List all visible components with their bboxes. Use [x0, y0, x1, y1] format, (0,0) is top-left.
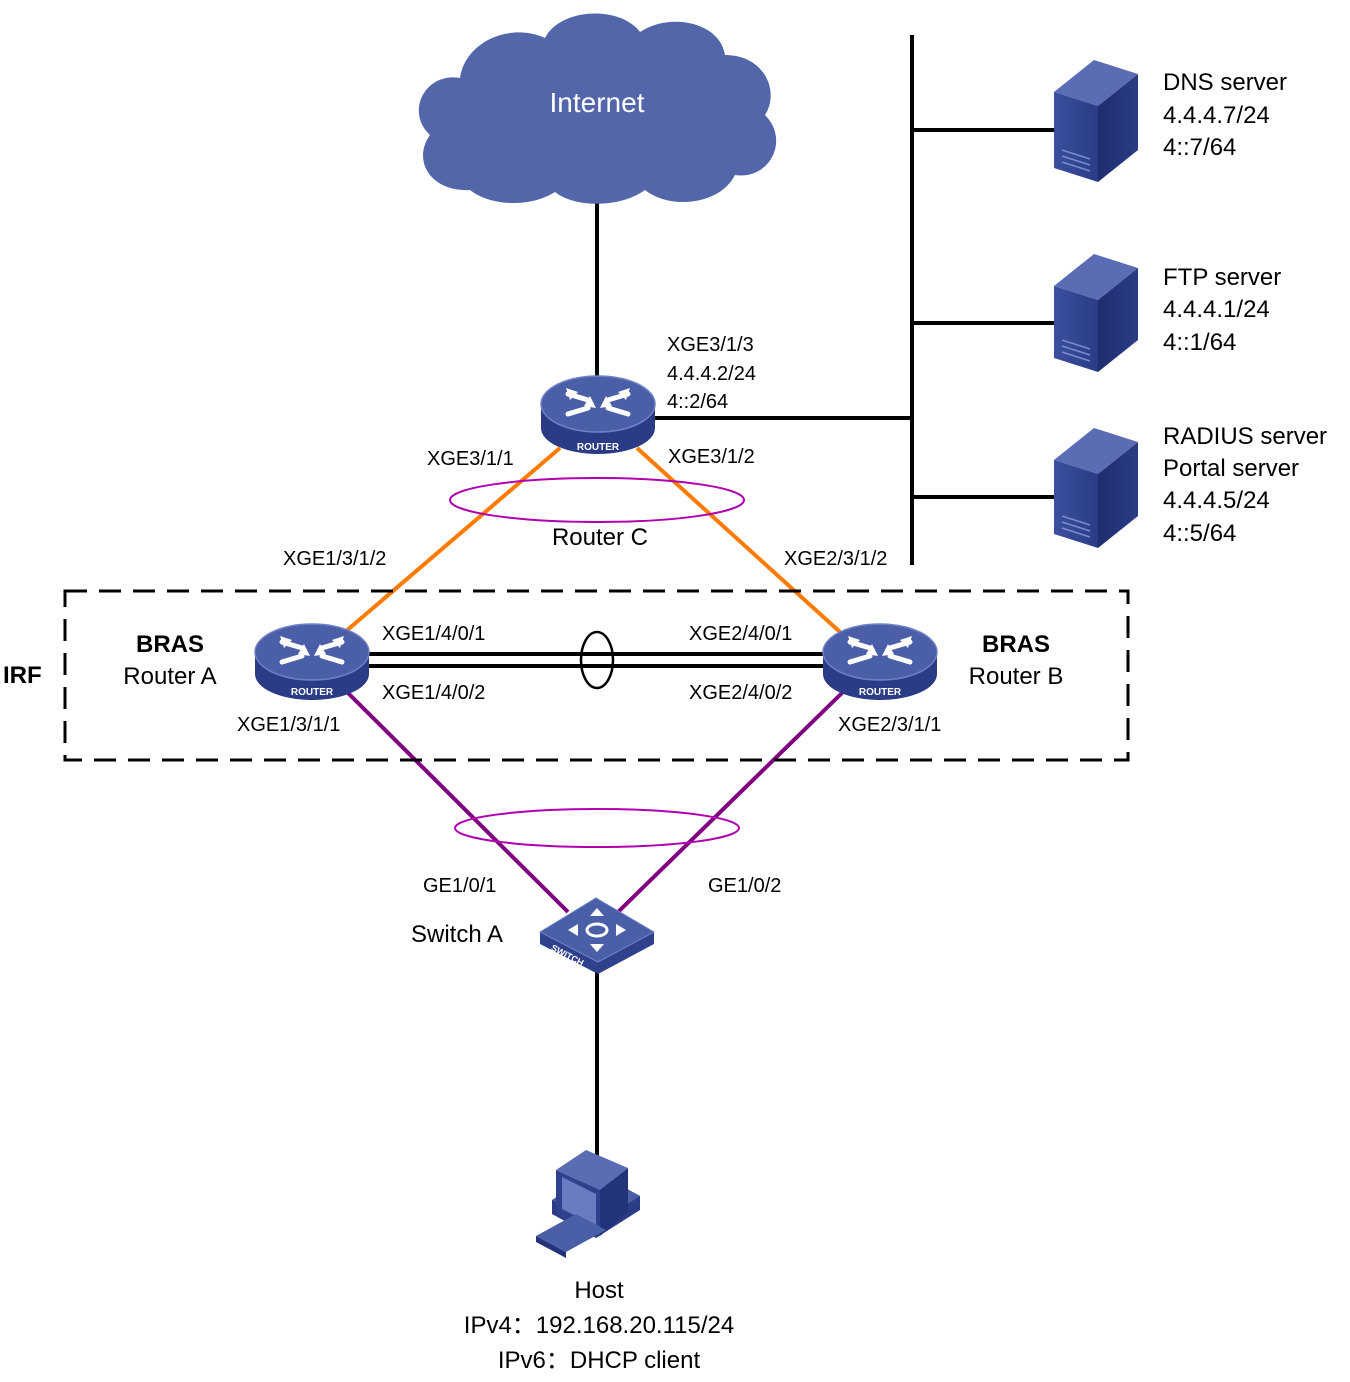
radius-server-name: RADIUS server	[1163, 423, 1327, 450]
router-b-switch-link	[616, 690, 845, 914]
router-c-ipv6: 4::2/64	[667, 391, 728, 413]
router-a-port-up: XGE1/3/1/2	[283, 548, 386, 570]
radius-server-ipv6: 4::5/64	[1163, 520, 1236, 547]
router-a-switch-link	[343, 688, 570, 914]
router-b-role: BRAS	[982, 631, 1050, 658]
router-b-port-down: XGE2/3/1/1	[838, 714, 941, 736]
dns-server-name: DNS server	[1163, 69, 1287, 96]
dns-server-ipv6: 4::7/64	[1163, 134, 1236, 161]
router-a-port-irf1: XGE1/4/0/1	[382, 623, 485, 645]
router-b-port-irf1: XGE2/4/0/1	[689, 623, 792, 645]
router-b-icon	[822, 623, 938, 700]
router-a-port-down: XGE1/3/1/1	[237, 714, 340, 736]
ftp-server-ipv6: 4::1/64	[1163, 329, 1236, 356]
router-a-role: BRAS	[136, 631, 204, 658]
internet-label: Internet	[550, 87, 645, 118]
irf-boundary	[63, 589, 1130, 762]
router-c-port-xge312: XGE3/1/2	[668, 446, 755, 468]
router-b-port-up: XGE2/3/1/2	[784, 548, 887, 570]
router-c-port-xge311: XGE3/1/1	[427, 448, 514, 470]
host-ipv4: IPv4：192.168.20.115/24	[464, 1312, 734, 1339]
portal-server-name: Portal server	[1163, 455, 1299, 482]
dns-server-ipv4: 4.4.4.7/24	[1163, 102, 1270, 129]
router-c-ipv4: 4.4.4.2/24	[667, 363, 756, 385]
switch-a-icon	[538, 897, 656, 974]
ftp-server-ipv4: 4.4.4.1/24	[1163, 296, 1270, 323]
internet-cloud	[418, 13, 777, 204]
router-c-icon	[540, 375, 656, 454]
lower-link-aggregation	[454, 808, 740, 848]
router-a-port-irf2: XGE1/4/0/2	[382, 682, 485, 704]
radius-server-icon	[1054, 428, 1138, 548]
ftp-server-name: FTP server	[1163, 264, 1281, 291]
router-b-name: Router B	[969, 663, 1064, 690]
irf-link-aggregation	[579, 630, 615, 690]
router-c-port-xge313: XGE3/1/3	[667, 334, 754, 356]
irf-label: IRF	[3, 662, 42, 689]
router-c-router-a-link	[343, 446, 562, 634]
ftp-server-icon	[1054, 254, 1138, 372]
router-c-device-text: ROUTER	[577, 442, 620, 453]
radius-server-ipv4: 4.4.4.5/24	[1163, 487, 1270, 514]
host-ipv6: IPv6：DHCP client	[498, 1347, 701, 1374]
router-a-device-text: ROUTER	[291, 687, 334, 698]
router-a-name: Router A	[123, 663, 216, 690]
router-c-router-b-link	[635, 446, 842, 634]
switch-a-port-right: GE1/0/2	[708, 875, 781, 897]
host-name: Host	[574, 1277, 624, 1304]
dns-server-icon	[1054, 60, 1138, 182]
host-pc-icon	[536, 1150, 640, 1258]
switch-a-name: Switch A	[411, 921, 503, 948]
router-b-device-text: ROUTER	[859, 687, 902, 698]
switch-a-port-left: GE1/0/1	[423, 875, 496, 897]
router-b-port-irf2: XGE2/4/0/2	[689, 682, 792, 704]
upper-link-aggregation	[449, 477, 745, 523]
router-c-name: Router C	[552, 524, 648, 551]
router-a-icon	[254, 623, 370, 700]
links	[343, 35, 1058, 1200]
